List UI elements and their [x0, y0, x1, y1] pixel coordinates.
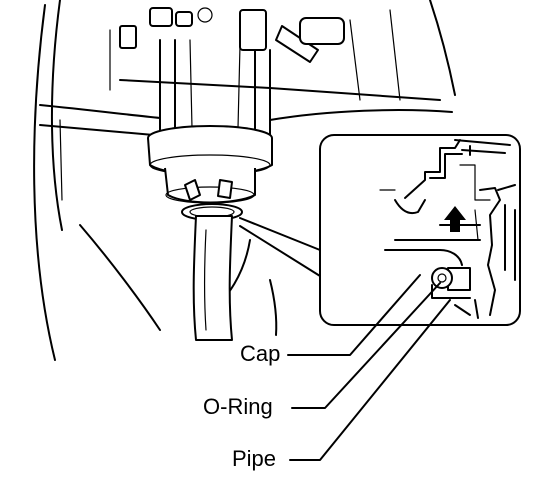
detail-inset: [319, 134, 521, 326]
o-ring-label: O-Ring: [203, 394, 273, 419]
pipe-leader: [289, 299, 451, 461]
callout-leaders: [287, 274, 451, 461]
pipe-body: [192, 215, 233, 341]
up-arrow-icon: [444, 206, 466, 232]
detail-leaders: [239, 217, 321, 277]
o-ring-section: [431, 267, 453, 289]
cap-label: Cap: [240, 341, 281, 366]
filter-cap-stack: [147, 125, 273, 221]
central-body: [159, 39, 271, 136]
o-ring-leader: [291, 282, 441, 409]
top-fittings: [119, 7, 345, 63]
pipe-label: Pipe: [232, 446, 277, 471]
cap-leader: [287, 274, 421, 356]
housing-outline: [33, 0, 456, 361]
